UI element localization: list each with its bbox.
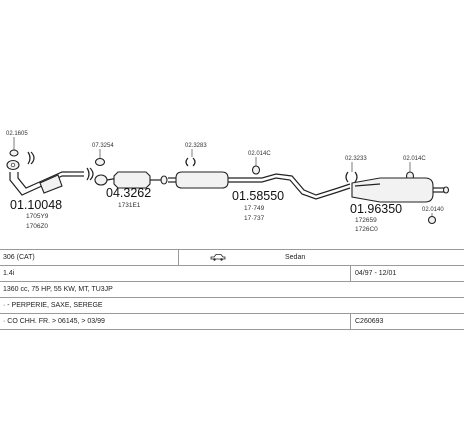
accessory-ref-3: 02.3283 bbox=[185, 143, 207, 149]
clamp-icon bbox=[345, 171, 358, 183]
part-code-front-pipe-1: 1705Y9 bbox=[26, 213, 49, 220]
vehicle-info-table: 306 (CAT) Sedan 1.4i 04/97 - 12/01 1360 … bbox=[0, 249, 464, 330]
info-row-vin: · CO CHH. FR. > 06145, > 03/99 C260693 bbox=[0, 314, 464, 330]
rubber-mount-icon bbox=[251, 165, 261, 175]
rubber-mount-icon bbox=[427, 215, 437, 225]
part-code-rear-silencer-2: 1726C0 bbox=[355, 226, 378, 233]
part-code-front-pipe-2: 1706Z0 bbox=[26, 223, 48, 230]
part-number-catalytic: 04.3262 bbox=[106, 186, 151, 200]
info-row-engine: 1.4i 04/97 - 12/01 bbox=[0, 266, 464, 282]
model-name: 306 (CAT) bbox=[3, 254, 35, 261]
part-code-front-silencer-1: 17·749 bbox=[244, 205, 265, 212]
part-number-front-silencer: 01.58550 bbox=[232, 189, 284, 203]
gasket-icon bbox=[94, 157, 106, 167]
clamp-icon bbox=[185, 157, 196, 167]
part-code-rear-silencer-1: 172659 bbox=[355, 217, 377, 224]
info-row-model: 306 (CAT) Sedan bbox=[0, 249, 464, 266]
catalytic-converter-part bbox=[94, 171, 168, 189]
clamp-icon bbox=[86, 167, 94, 181]
engine-spec: 1360 cc, 75 HP, 55 KW, MT, TU3JP bbox=[3, 286, 113, 293]
clamp-icon bbox=[27, 151, 35, 165]
gasket-icon bbox=[6, 149, 20, 171]
car-icon bbox=[210, 250, 226, 265]
part-number-rear-silencer: 01.96350 bbox=[350, 202, 402, 216]
accessory-ref-6: 02.014C bbox=[403, 156, 426, 162]
part-code-catalytic-1: 1731E1 bbox=[118, 202, 141, 209]
rear-silencer-part bbox=[351, 177, 450, 203]
front-silencer-part bbox=[168, 171, 351, 200]
body-note: · - PERPERIE, SAXE, SEREGE bbox=[3, 302, 103, 309]
accessory-ref-2: 07.3254 bbox=[92, 143, 114, 149]
accessory-ref-7: 02.0140 bbox=[422, 207, 444, 213]
part-number-front-pipe: 01.10048 bbox=[10, 198, 62, 212]
vin-range: · CO CHH. FR. > 06145, > 03/99 bbox=[3, 318, 105, 325]
body-type: Sedan bbox=[285, 254, 306, 261]
engine-size: 1.4i bbox=[3, 270, 15, 277]
front-pipe-part bbox=[9, 171, 84, 196]
accessory-ref-1: 02.1605 bbox=[6, 131, 28, 137]
info-row-note: · - PERPERIE, SAXE, SEREGE bbox=[0, 298, 464, 314]
info-row-spec: 1360 cc, 75 HP, 55 KW, MT, TU3JP bbox=[0, 282, 464, 298]
accessory-ref-4: 02.014C bbox=[248, 151, 271, 157]
catalog-code: C260693 bbox=[355, 318, 384, 325]
part-code-front-silencer-2: 17·737 bbox=[244, 215, 265, 222]
production-years: 04/97 - 12/01 bbox=[355, 270, 397, 277]
accessory-ref-5: 02.3233 bbox=[345, 156, 367, 162]
exhaust-system-diagram: 02.1605 07.3254 02.3283 02.014C 02.3233 … bbox=[6, 131, 450, 233]
